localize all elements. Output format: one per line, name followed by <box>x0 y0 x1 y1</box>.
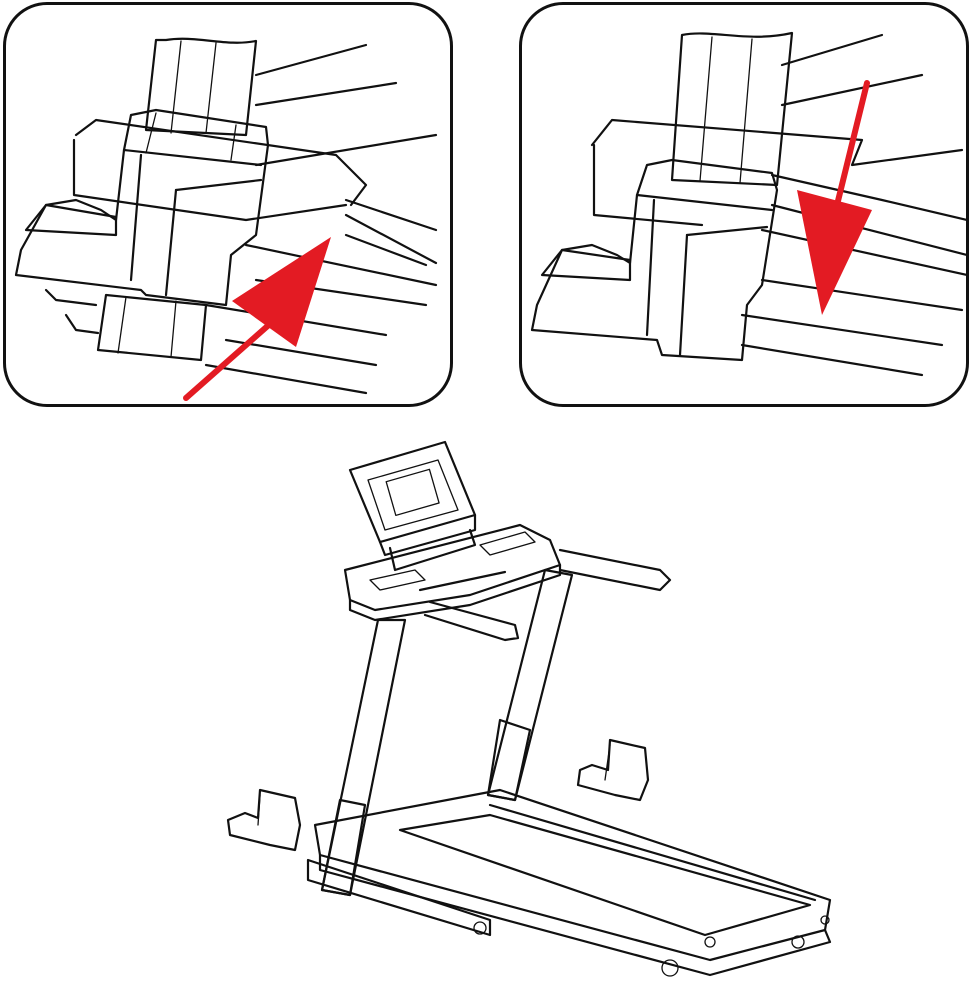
upright-tube <box>96 37 258 362</box>
tube-bottom <box>96 293 208 362</box>
frame-lines <box>590 33 966 377</box>
right-base-cover <box>576 738 650 802</box>
console <box>348 440 477 572</box>
detail-illustration-right <box>530 31 966 377</box>
upright-tube <box>670 31 794 187</box>
uprights <box>320 568 574 897</box>
arrow-icon <box>797 80 872 315</box>
treadmill-deck <box>306 788 832 977</box>
arrow-icon <box>183 237 331 401</box>
handlebar-frame <box>343 523 672 642</box>
base-cover <box>530 158 779 362</box>
tube-top <box>144 37 258 137</box>
detail-panel-right <box>519 2 969 407</box>
left-base-cover <box>226 788 302 852</box>
base-cover <box>14 108 270 307</box>
detail-illustration-left <box>14 37 438 401</box>
detail-panel-left <box>3 2 453 407</box>
treadmill-illustration <box>226 440 832 977</box>
frame-lines <box>44 43 438 395</box>
